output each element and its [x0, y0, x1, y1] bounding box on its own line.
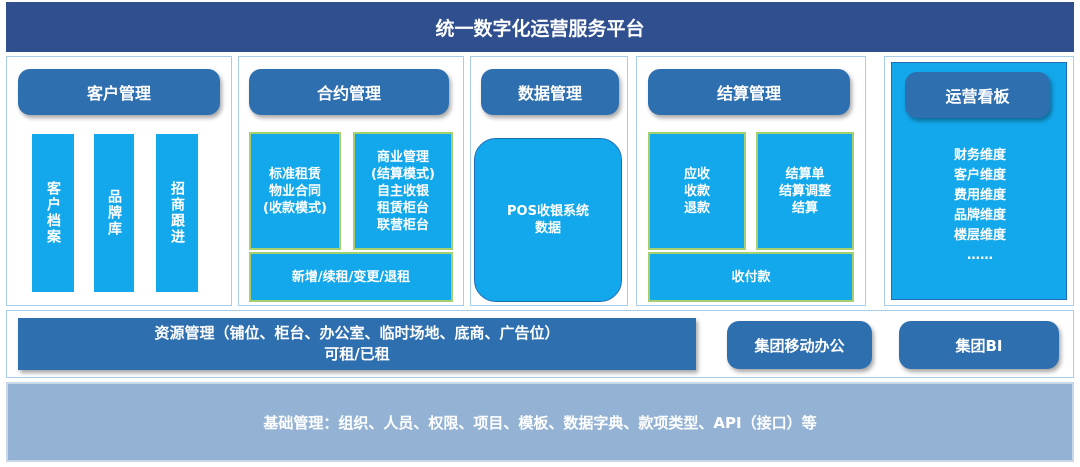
lease-changes-box[interactable]: 新增/续租/变更/退租	[249, 252, 453, 302]
standard-lease-box[interactable]: 标准租赁 物业合同 (收款模式)	[249, 132, 341, 250]
leasing-followup-box[interactable]: 招商跟进	[156, 134, 198, 292]
ops-board-header[interactable]: 运营看板	[905, 72, 1050, 118]
leasing-followup-label: 招商跟进	[169, 181, 185, 245]
brand-library-label: 品牌库	[106, 189, 122, 237]
settlement-statement-box[interactable]: 结算单 结算调整 结算	[756, 132, 854, 250]
receivables-box[interactable]: 应收 收款 退款	[648, 132, 746, 250]
payments-box[interactable]: 收付款	[648, 252, 854, 302]
base-management-bar: 基础管理：组织、人员、权限、项目、模板、数据字典、款项类型、API（接口）等	[6, 382, 1074, 462]
data-management-header[interactable]: 数据管理	[481, 69, 619, 115]
commercial-management-box[interactable]: 商业管理 (结算模式) 自主收银 租赁柜台 联营柜台	[353, 132, 453, 250]
group-bi-button[interactable]: 集团BI	[899, 321, 1059, 369]
contract-management-header[interactable]: 合约管理	[249, 69, 449, 115]
customer-management-header[interactable]: 客户管理	[18, 69, 220, 115]
brand-library-box[interactable]: 品牌库	[94, 134, 134, 292]
ops-board-dimensions: 财务维度 客户维度 费用维度 品牌维度 楼层维度 ……	[953, 148, 1006, 263]
pos-system-box[interactable]: POS收银系统 数据	[474, 138, 622, 302]
resource-management-box[interactable]: 资源管理（铺位、柜台、办公室、临时场地、底商、广告位） 可租/已租	[18, 318, 696, 370]
mobile-office-button[interactable]: 集团移动办公	[727, 321, 872, 369]
resource-management-line2: 可租/已租	[324, 345, 390, 363]
customer-archive-box[interactable]: 客户档案	[32, 134, 74, 292]
settlement-management-header[interactable]: 结算管理	[648, 69, 850, 115]
platform-title: 统一数字化运营服务平台	[6, 2, 1074, 52]
resource-management-line1: 资源管理（铺位、柜台、办公室、临时场地、底商、广告位）	[154, 324, 560, 342]
customer-archive-label: 客户档案	[45, 181, 61, 245]
